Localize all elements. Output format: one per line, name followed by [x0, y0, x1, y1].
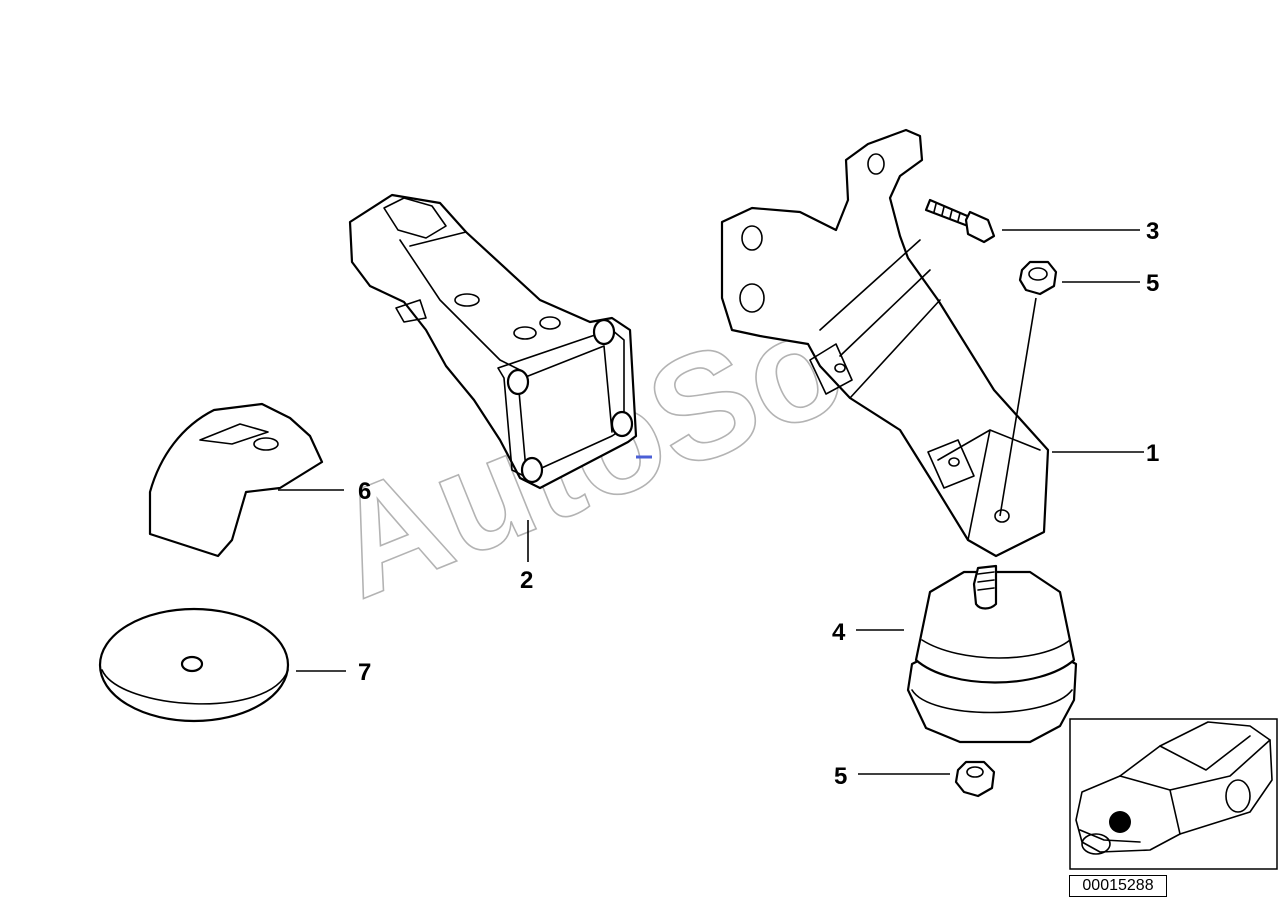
part-4-engine-mount [906, 564, 1078, 744]
location-marker [1109, 811, 1131, 833]
callout-5-bottom: 5 [834, 763, 847, 790]
diagram-code: 00015288 [1069, 875, 1167, 897]
vehicle-locator-inset [1069, 718, 1278, 870]
part-3-hex-bolt [924, 198, 996, 244]
part-5-nut-bottom [954, 760, 996, 798]
leader-5a-pointer [999, 297, 1037, 517]
callout-4: 4 [832, 619, 846, 646]
callout-2: 2 [520, 567, 533, 594]
callout-3: 3 [1146, 218, 1159, 245]
part-7-disc-washer [98, 607, 290, 723]
callout-7: 7 [358, 659, 371, 686]
part-1-engine-mount-bracket [720, 128, 1050, 558]
callout-1: 1 [1146, 440, 1159, 467]
part-5-nut-top [1018, 260, 1058, 296]
part-6-heat-shield [148, 402, 324, 558]
part-2-engine-support-bracket [348, 193, 638, 490]
callout-6: 6 [358, 478, 371, 505]
callout-5-top: 5 [1146, 270, 1159, 297]
